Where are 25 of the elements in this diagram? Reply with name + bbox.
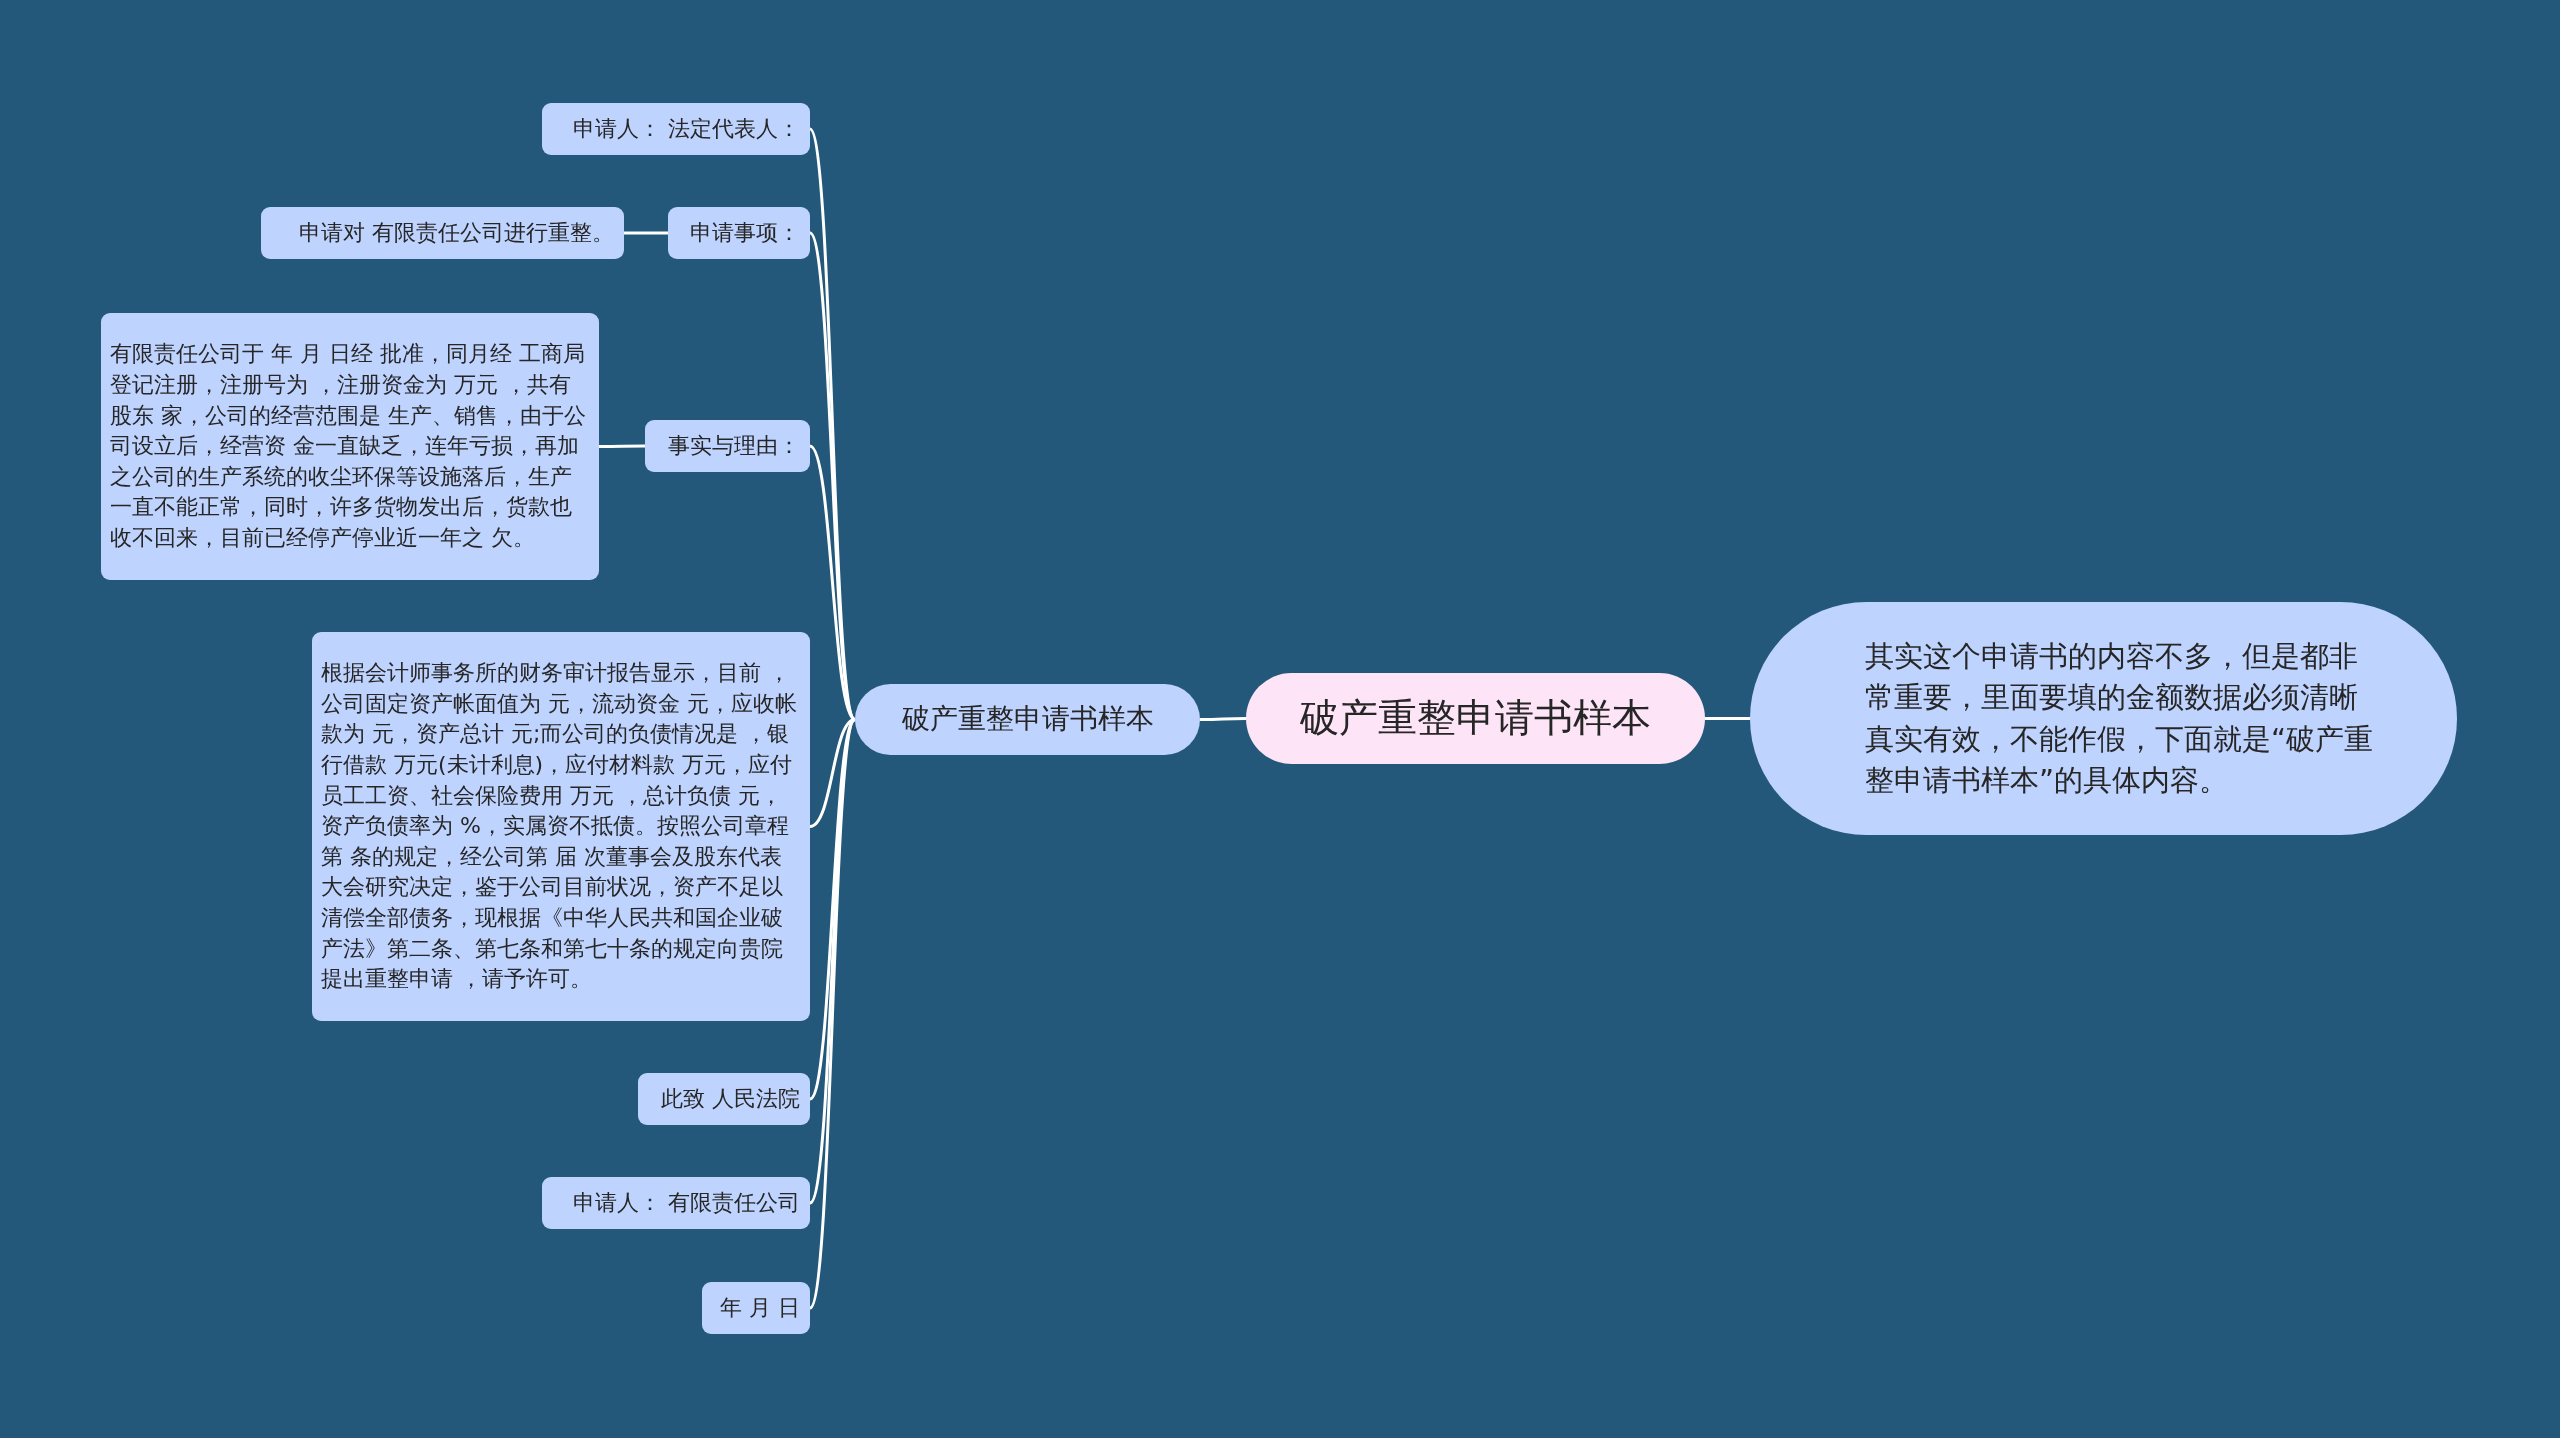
topic-text: 破产重整申请书样本 xyxy=(900,701,1155,738)
subtopic-box xyxy=(702,1282,810,1334)
connector-line xyxy=(1200,717,1246,721)
subtopic-box xyxy=(542,1177,810,1229)
topic-text: 根据会计师事务所的财务审计报告显示，目前 ，公司固定资产帐面值为 元，流动资金 元，应收帐款为 元，资产总计 元;而公司的负债情况是 ，银行借款 万元(未计利息)，应付材料款 万元，应付员工工资、社会保险费用 万元 ，总计负债 元，资产负债率为 %，实属资不抵债。按照公司章程第 条的规定，经公司第 届 次董事会及股东代表大会研究决定，鉴于公司目前状况，资产不足以清偿全部债务，现根据《中华人民共和国企业破产法》第二条、第七条和第七十条的规定向贵院提出重整申请 ，请予许可。 xyxy=(321,659,798,994)
topic-text: 申请人： 有限责任公司 xyxy=(572,1188,800,1217)
connector-line xyxy=(1705,717,1750,720)
topic-text: 有限责任公司于 年 月 日经 批准，同月经 工商局登记注册，注册号为 ，注册资金为 万元 ，共有股东 家，公司的经营范围是 生产、销售，由于公司设立后，经营资 金一直缺乏，连年亏损，再加之公司的生产系统的收尘环保等设施落后，生产一直不能正常，同时，许多货物发出后，货款也收不回来，目前已经停产停业近一年之 欠。 xyxy=(110,340,587,552)
connector-line xyxy=(599,444,645,448)
subtopic-box xyxy=(668,207,810,259)
topic-text: 申请人： 法定代表人： xyxy=(572,114,800,143)
paragraph-box xyxy=(101,313,599,580)
subtopic-box xyxy=(638,1073,810,1125)
subtopic-box xyxy=(261,207,624,259)
subtopic-box xyxy=(542,103,810,155)
topic-text: 申请对 有限责任公司进行重整。 xyxy=(298,218,614,247)
paragraph-box xyxy=(312,632,810,1021)
topic-text: 事实与理由： xyxy=(667,431,800,460)
topic-text: 此致 人民法院 xyxy=(660,1084,800,1113)
topic-text: 年 月 日 xyxy=(719,1293,800,1322)
topic-text: 破产重整申请书样本 xyxy=(1299,694,1652,743)
subtopic-box xyxy=(645,420,810,472)
topic-text: 申请事项： xyxy=(689,218,800,247)
topic-text: 其实这个申请书的内容不多，但是都非常重要，里面要填的金额数据必须清晰真实有效，不能作假，下面就是“破产重整申请书样本”的具体内容。 xyxy=(1865,638,2375,799)
connector-line xyxy=(624,231,668,235)
